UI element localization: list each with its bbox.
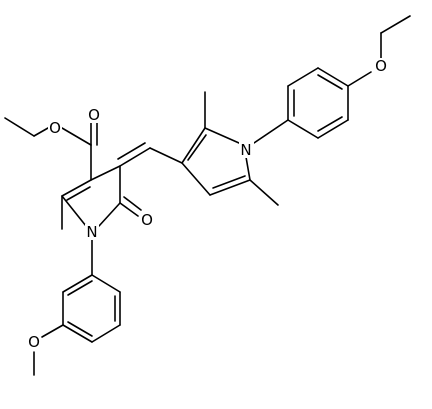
- bond-aryl2-c-inner: [317, 74, 343, 90]
- atom-o-ethoxy: O: [374, 57, 388, 75]
- bond-pyrrole-c5-c4: [209, 179, 251, 196]
- bond-pyrrole-c2-n: [204, 127, 240, 144]
- bond-aryl2-b: [287, 67, 319, 87]
- bond-ring1-n-c5: [98, 202, 121, 227]
- bond-aryl2-c: [317, 67, 349, 87]
- bond-aryl1-f: [62, 274, 93, 293]
- bond-lactam-carbonyl-double: [123, 196, 142, 211]
- bond-aryl1-a: [91, 274, 121, 293]
- bond-ring1-c3-c2-double: [66, 186, 91, 201]
- bond-ester-o-carbon: [61, 127, 92, 146]
- bond-ester-o-methyl: [33, 127, 49, 137]
- bond-aryl1-f-inner: [67, 280, 93, 296]
- atom-o-lactam: O: [140, 211, 154, 229]
- bond-ester-methyl: [4, 117, 35, 137]
- o-lactam-label: O: [141, 211, 153, 229]
- bond-aryl1-d: [62, 324, 93, 343]
- bond-exo-to-pyrrole: [149, 147, 183, 164]
- atom-o-ester-carbonyl: O: [87, 106, 101, 124]
- bond-exo-double: [119, 147, 151, 167]
- bond-exo-double-inner: [117, 142, 146, 160]
- n-pyrrole-label: N: [240, 141, 251, 159]
- bond-pyrrole-c3-c2: [181, 127, 206, 164]
- bond-ethoxy-o: [347, 71, 372, 87]
- atom-n-pyrrole: N: [239, 141, 254, 159]
- bond-aryl1-d-inner: [67, 321, 93, 337]
- bond-pyrrole-c3-c2-inner: [187, 134, 207, 161]
- bond-pyrrole-n-c5: [245, 156, 251, 181]
- bond-aryl2-e-inner: [317, 116, 343, 132]
- o-ester-carbonyl-label: O: [88, 106, 100, 124]
- bond-pyrrole-c4-c3: [181, 162, 211, 196]
- bond-aryl2-e: [317, 119, 349, 139]
- atom-n-pyrrolone: N: [85, 223, 99, 241]
- o-ester-ether-label: O: [49, 119, 61, 137]
- bond-ethoxy-ch3: [380, 15, 411, 34]
- bond-methoxy-o: [41, 324, 64, 338]
- bond-ring1-c4-c3: [90, 165, 121, 181]
- bonds: [4, 15, 411, 376]
- bond-lactam-carbonyl: [119, 202, 139, 217]
- n-pyrrolone-label: N: [86, 223, 97, 241]
- bond-aryl2-f: [287, 119, 319, 139]
- bond-pyrrole-n-to-aryl: [253, 119, 289, 144]
- bond-aryl1-c: [91, 324, 121, 343]
- bond-ring1-c2-n: [61, 195, 87, 227]
- atom-labels: O O O N N O O: [27, 57, 388, 351]
- o-ethoxy-label: O: [375, 57, 387, 75]
- atom-o-ester-ether: O: [48, 119, 62, 137]
- bond-pyrrole-c5-c4-inner: [212, 175, 246, 189]
- atom-o-methoxy: O: [27, 333, 41, 351]
- bond-pyrrole-c5-methyl: [249, 179, 279, 206]
- bond-ring1-c3-c2: [61, 179, 92, 197]
- o-methoxy-label: O: [28, 333, 40, 351]
